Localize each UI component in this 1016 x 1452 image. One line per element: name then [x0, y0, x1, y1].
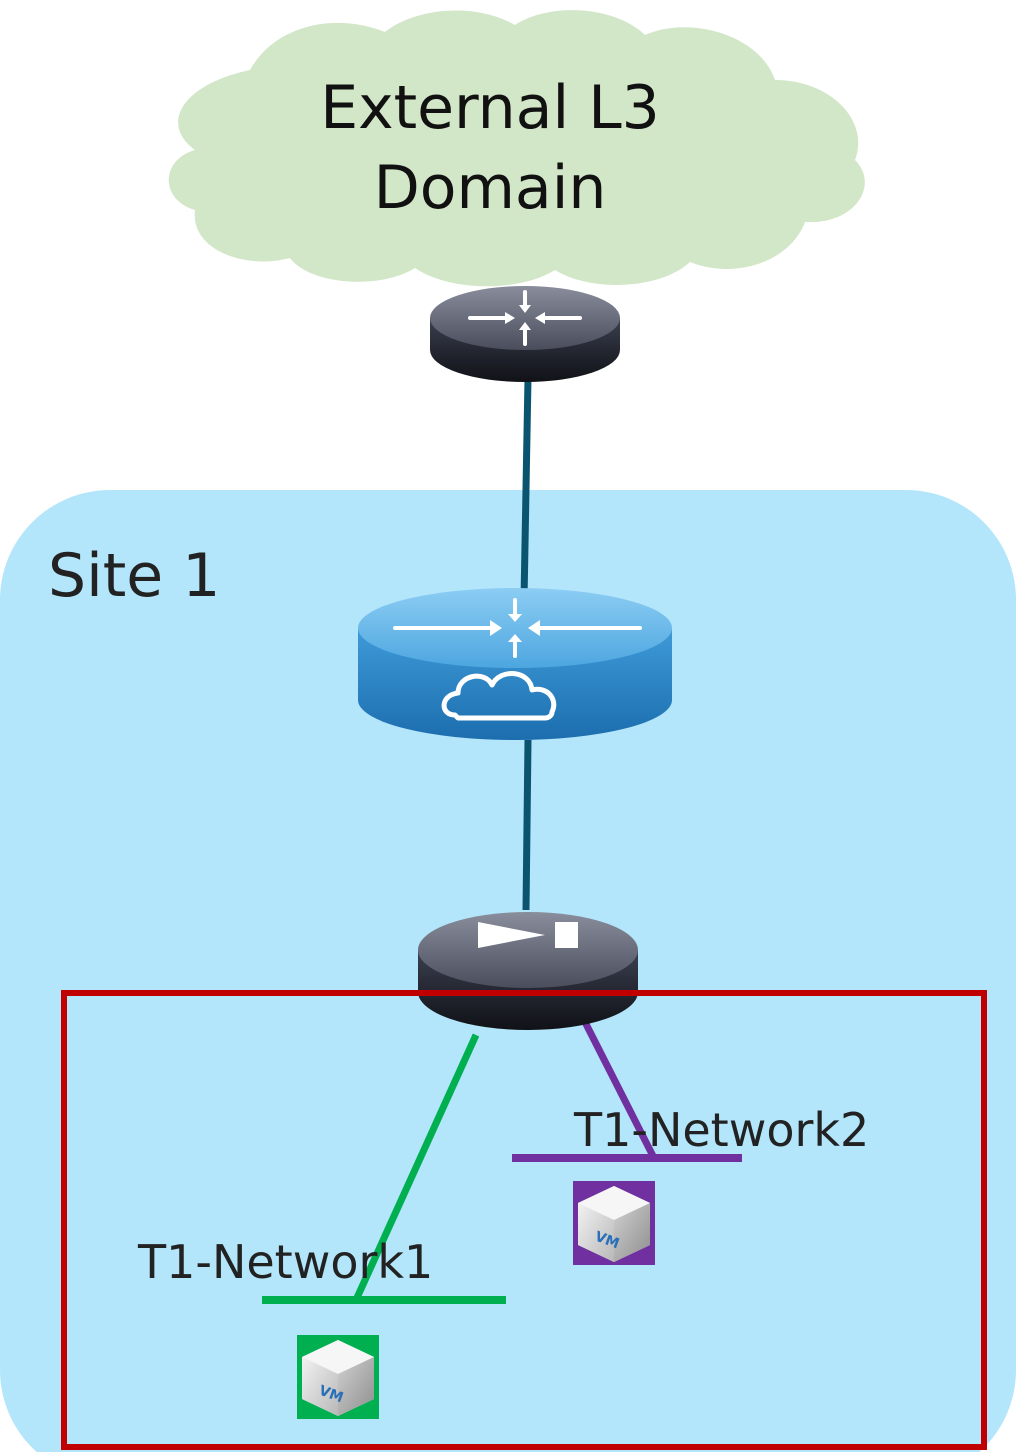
- network2-label: T1-Network2: [574, 1103, 870, 1157]
- highlight-box: [61, 990, 987, 1450]
- link-cloud-router-to-gateway: [522, 739, 532, 911]
- link-edge-to-cloud-router: [520, 377, 532, 601]
- vm-badge: VM: [593, 1229, 622, 1253]
- cloud-label-line1: External L3: [320, 73, 660, 143]
- router-icon: [430, 286, 620, 382]
- link-gateway-to-network1: [352, 1033, 480, 1302]
- vm-icon-network2: VM: [573, 1181, 655, 1265]
- gateway-icon: [418, 912, 638, 1030]
- cloud-icon: [441, 671, 557, 721]
- cloud-router-icon: [358, 588, 672, 740]
- cloud-label-line2: Domain: [373, 153, 607, 223]
- cloud-label: External L3 Domain: [240, 68, 740, 228]
- link-gateway-to-network2: [581, 1020, 658, 1160]
- external-l3-cloud: [168, 10, 865, 287]
- network1-label: T1-Network1: [138, 1235, 434, 1289]
- vm-badge: VM: [317, 1383, 346, 1407]
- vm-icon-network1: VM: [297, 1335, 379, 1419]
- site-label: Site 1: [48, 541, 221, 611]
